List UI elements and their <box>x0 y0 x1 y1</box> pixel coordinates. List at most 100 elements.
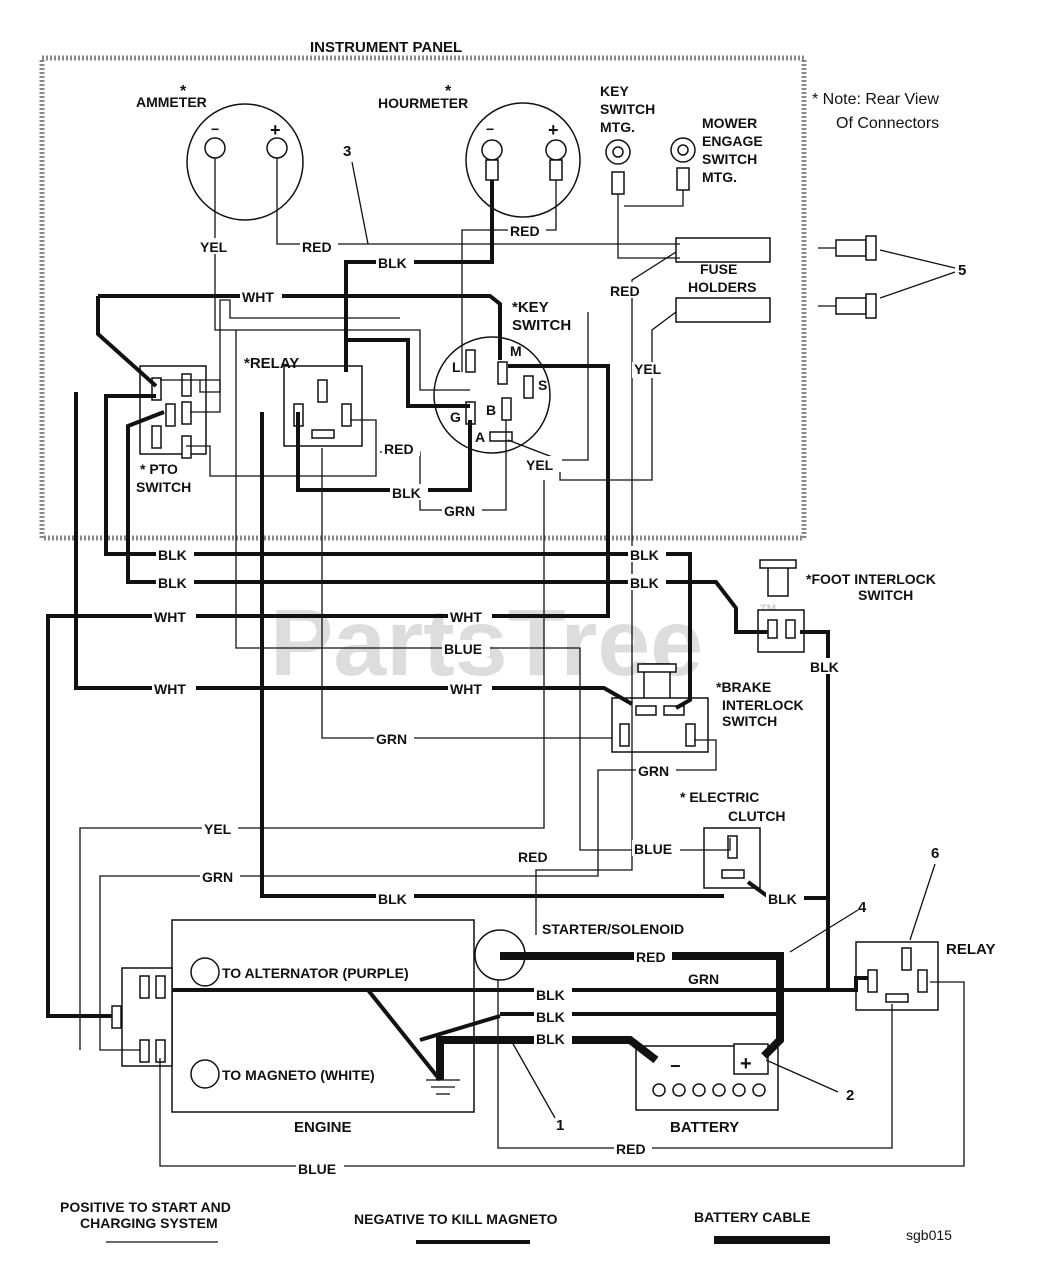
mower-engage-l2: ENGAGE <box>702 133 763 149</box>
foot-interlock-l1: *FOOT INTERLOCK <box>806 571 936 587</box>
svg-text:RED: RED <box>518 849 548 865</box>
svg-text:BLK: BLK <box>536 987 565 1003</box>
brake-interlock-l2: INTERLOCK <box>722 697 804 713</box>
callout-2: 2 <box>846 1087 854 1104</box>
key-switch-mtg-l1: KEY <box>600 83 629 99</box>
pto-switch-l2: SWITCH <box>136 479 191 495</box>
legend-positive-l2: CHARGING SYSTEM <box>80 1215 218 1231</box>
key-switch-mtg-l3: MTG. <box>600 119 635 135</box>
svg-text:BLUE: BLUE <box>444 641 482 657</box>
svg-text:−: − <box>670 1056 681 1076</box>
legend-negative: NEGATIVE TO KILL MAGNETO <box>354 1211 558 1227</box>
svg-text:RED: RED <box>636 949 666 965</box>
alternator-terminal <box>190 957 220 987</box>
foot-interlock-l2: SWITCH <box>858 587 913 603</box>
svg-text:S: S <box>538 377 547 393</box>
svg-text:GRN: GRN <box>444 503 475 519</box>
pto-switch-l1: * PTO <box>140 461 178 477</box>
electric-clutch-l1: * ELECTRIC <box>680 789 759 805</box>
callout-5: 5 <box>958 262 966 279</box>
brake-interlock-switch <box>611 663 709 753</box>
svg-text:BLK: BLK <box>810 659 839 675</box>
hourmeter-label: HOURMETER <box>378 95 468 111</box>
callouts <box>351 161 936 1119</box>
svg-text:GRN: GRN <box>688 971 719 987</box>
key-switch-l2: SWITCH <box>512 317 571 334</box>
svg-text:YEL: YEL <box>634 361 662 377</box>
note-line2: Of Connectors <box>836 115 939 132</box>
svg-text:BLUE: BLUE <box>634 841 672 857</box>
svg-text:+: + <box>548 120 559 140</box>
brake-interlock-l3: SWITCH <box>722 713 777 729</box>
legend-positive-l1: POSITIVE TO START AND <box>60 1199 231 1215</box>
magneto-terminal <box>190 1059 220 1089</box>
svg-text:−: − <box>486 121 494 137</box>
svg-text:BLK: BLK <box>768 891 797 907</box>
ammeter-label: AMMETER <box>136 94 207 110</box>
fuse-holders-l1: FUSE <box>700 261 737 277</box>
alternator-label: TO ALTERNATOR (PURPLE) <box>222 965 409 981</box>
svg-text:L: L <box>452 359 461 375</box>
callout-6: 6 <box>931 845 939 862</box>
svg-text:BLK: BLK <box>630 547 659 563</box>
svg-text:M: M <box>510 343 522 359</box>
electric-clutch-l2: CLUTCH <box>728 808 786 824</box>
svg-text:YEL: YEL <box>526 457 554 473</box>
svg-text:WHT: WHT <box>450 609 482 625</box>
hourmeter-star: * <box>445 83 452 100</box>
svg-text:WHT: WHT <box>242 289 274 305</box>
wire-labels: YEL RED RED BLK WHT RED YEL RED BLK GRN … <box>152 222 846 1177</box>
svg-text:+: + <box>740 1053 752 1075</box>
engine-label: ENGINE <box>294 1119 352 1136</box>
mower-engage-l3: SWITCH <box>702 151 757 167</box>
svg-text:BLK: BLK <box>378 891 407 907</box>
key-switch-mtg-l2: SWITCH <box>600 101 655 117</box>
svg-text:GRN: GRN <box>202 869 233 885</box>
instrument-panel-box <box>39 55 807 541</box>
main-relay <box>855 941 939 1011</box>
legend-battery-cable: BATTERY CABLE <box>694 1209 810 1225</box>
svg-text:WHT: WHT <box>154 681 186 697</box>
svg-text:BLK: BLK <box>158 575 187 591</box>
foot-interlock-switch <box>757 559 805 653</box>
svg-text:RED: RED <box>384 441 414 457</box>
svg-text:WHT: WHT <box>154 609 186 625</box>
panel-title: INSTRUMENT PANEL <box>310 39 462 56</box>
battery-label: BATTERY <box>670 1119 739 1136</box>
callout-4: 4 <box>858 899 867 916</box>
battery: − + <box>635 1043 779 1111</box>
mower-engage-l1: MOWER <box>702 115 757 131</box>
mower-engage-terminal <box>670 137 696 191</box>
svg-text:BLK: BLK <box>536 1031 565 1047</box>
figure-id: sgb015 <box>906 1227 952 1243</box>
svg-text:BLUE: BLUE <box>298 1161 336 1177</box>
svg-text:YEL: YEL <box>204 821 232 837</box>
callout-1: 1 <box>556 1117 564 1134</box>
svg-text:WHT: WHT <box>450 681 482 697</box>
fuse-holders-l2: HOLDERS <box>688 279 756 295</box>
svg-text:RED: RED <box>510 223 540 239</box>
svg-text:A: A <box>475 429 485 445</box>
med-wires <box>46 180 868 1082</box>
brake-interlock-l1: *BRAKE <box>716 679 771 695</box>
svg-text:+: + <box>270 120 281 140</box>
mower-engage-l4: MTG. <box>702 169 737 185</box>
note-line1: * Note: Rear View <box>812 91 939 108</box>
svg-text:−: − <box>211 121 219 137</box>
svg-text:G: G <box>450 409 461 425</box>
engine-connector <box>111 967 173 1067</box>
starter-label: STARTER/SOLENOID <box>542 921 684 937</box>
panel-relay-label: *RELAY <box>244 355 299 372</box>
svg-text:GRN: GRN <box>376 731 407 747</box>
svg-text:BLK: BLK <box>158 547 187 563</box>
engine-box <box>171 919 475 1113</box>
svg-text:RED: RED <box>302 239 332 255</box>
svg-text:BLK: BLK <box>392 485 421 501</box>
spare-fuses <box>818 235 956 319</box>
svg-text:GRN: GRN <box>638 763 669 779</box>
svg-text:B: B <box>486 402 496 418</box>
svg-text:RED: RED <box>610 283 640 299</box>
svg-text:RED: RED <box>616 1141 646 1157</box>
key-switch-l1: *KEY <box>512 299 549 316</box>
